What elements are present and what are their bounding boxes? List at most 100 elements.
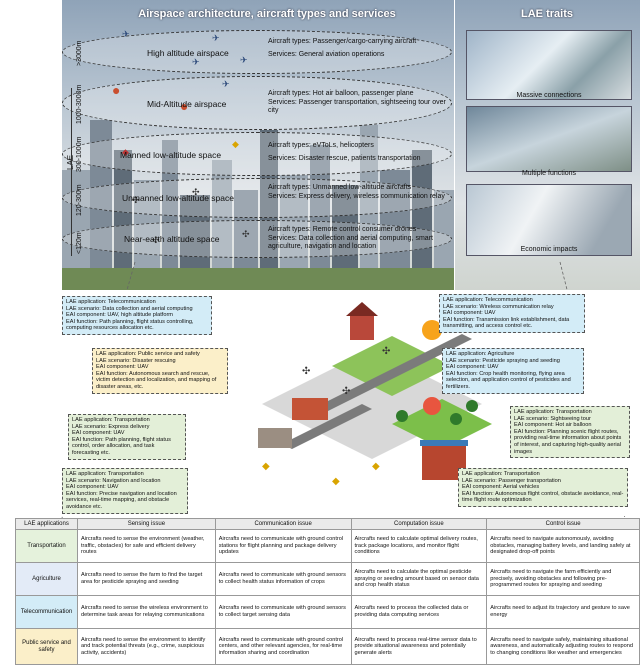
trait-label: Economic impacts <box>520 246 578 253</box>
drone-icon: ✣ <box>342 386 350 397</box>
road <box>282 404 372 449</box>
sensing-cell: Aircrafts need to sense the farm to find… <box>76 562 216 596</box>
airplane-icon: ✈ <box>122 29 130 39</box>
ground <box>62 268 454 290</box>
communication-cell: Aircrafts need to communicate with groun… <box>214 562 352 596</box>
column-header: Communication issue <box>214 518 352 530</box>
control-cell: Aircrafts need to navigate the farm effi… <box>486 562 640 596</box>
unmanned-low-band <box>62 178 452 218</box>
layer-name: Near-earth altitude space <box>124 234 220 244</box>
sensing-cell: Aircrafts need to sense the environment … <box>76 628 216 665</box>
application-cell: Telecommunication <box>15 595 78 629</box>
traits-title: LAE traits <box>521 8 573 20</box>
trait-photo <box>466 30 632 100</box>
scenario-box: LAE application: Transportation LAE scen… <box>510 406 630 459</box>
airspace-panel: ✈ ✈ ✈ ✈ ● ● ✈ ◆ ◆ ✣ ✣ ✣ ✣ Airspace archi… <box>62 0 640 290</box>
application-cell: Agriculture <box>15 562 78 596</box>
computation-cell: Aircrafts need to process real-time sens… <box>350 628 488 665</box>
control-cell: Aircrafts need to navigate safely, maint… <box>486 628 640 665</box>
hospital-roof <box>420 440 468 446</box>
sensing-cell: Aircrafts need to sense the wireless env… <box>76 595 216 629</box>
helicopter-icon: ◆ <box>232 139 239 149</box>
column-header: Computation issue <box>350 518 488 530</box>
table-header-row: LAE applications Sensing issue Communica… <box>15 518 640 530</box>
communication-cell: Aircrafts need to communicate with groun… <box>214 529 352 563</box>
balloon-icon <box>423 397 441 415</box>
lae-bracket <box>71 88 72 256</box>
scenario-box: LAE application: Transportation LAE scen… <box>458 468 628 507</box>
table-row: Telecommunication Aircrafts need to sens… <box>15 595 640 629</box>
computation-cell: Aircrafts need to calculate optimal deli… <box>350 529 488 563</box>
communication-cell: Aircrafts need to communicate with groun… <box>214 595 352 629</box>
layer-description: Aircraft types: Hot air balloon, passeng… <box>268 90 446 114</box>
panel-title: Airspace architecture, aircraft types an… <box>138 8 396 20</box>
airplane-icon: ✈ <box>240 55 248 65</box>
balloon-icon: ● <box>180 98 189 114</box>
drone-icon: ✣ <box>382 346 390 357</box>
layer-description: Aircraft types: Remote control consumer … <box>268 226 433 250</box>
drone-icon: ✣ <box>302 366 310 377</box>
high-altitude-band <box>62 30 452 74</box>
table-row: Public service and safety Aircrafts need… <box>15 628 640 665</box>
air-taxi-icon: ◆ <box>372 461 380 472</box>
balloon-icon: ● <box>112 82 121 98</box>
airplane-icon: ✈ <box>212 33 220 43</box>
tree <box>450 413 462 425</box>
layer-name: High altitude airspace <box>147 48 229 58</box>
column-header: Control issue <box>486 518 640 530</box>
computation-cell: Aircrafts need to calculate the optimal … <box>350 562 488 596</box>
drone-icon: ✣ <box>192 187 200 197</box>
application-cell: Public service and safety <box>15 628 78 665</box>
scenario-box: LAE application: Transportation LAE scen… <box>68 414 186 460</box>
smart-city-illustration: ✣ ✣ ✣ ◆ ◆ ◆ <box>258 302 492 487</box>
airplane-icon: ✈ <box>192 57 200 67</box>
trait-label: Massive connections <box>516 92 582 99</box>
column-header: Sensing issue <box>76 518 216 530</box>
trait-label: Multiple functions <box>521 170 577 177</box>
drone-icon: ✣ <box>242 229 250 239</box>
control-cell: Aircrafts need to adjust its trajectory … <box>486 595 640 629</box>
tree <box>466 400 478 412</box>
layer-description: Aircraft types: Unmanned low-altitude ai… <box>268 184 445 200</box>
barn-roof <box>346 302 378 316</box>
balloon-icon <box>422 320 442 340</box>
trait-photo <box>466 106 632 172</box>
building <box>412 150 432 290</box>
air-taxi-icon: ◆ <box>262 461 270 472</box>
communication-cell: Aircrafts need to communicate with groun… <box>214 628 352 665</box>
layer-description: Aircraft types: Passenger/cargo-carrying… <box>268 38 417 58</box>
manned-low-band <box>62 132 452 176</box>
scenario-box: LAE application: Telecommunication LAE s… <box>62 296 212 335</box>
scenario-panel: ✣ ✣ ✣ ◆ ◆ ◆ LAE application: Telecommuni… <box>62 290 640 516</box>
panel-divider <box>454 0 455 290</box>
scenario-box: LAE application: Telecommunication LAE s… <box>439 294 585 333</box>
layer-name: Mid-Altitude airspace <box>147 99 227 109</box>
road <box>302 334 472 419</box>
farm-field <box>332 336 452 396</box>
issues-table: LAE applications Sensing issue Communica… <box>15 518 640 665</box>
scenario-box: LAE application: Public service and safe… <box>92 348 228 394</box>
near-earth-band <box>62 220 452 258</box>
layer-description: Aircraft types: eVToLs, helicopters Serv… <box>268 142 421 162</box>
sensing-cell: Aircrafts need to sense the environment … <box>76 529 216 563</box>
house <box>258 428 292 448</box>
layer-name: Manned low-altitude space <box>120 150 222 160</box>
school-building <box>292 398 328 420</box>
air-taxi-icon: ◆ <box>332 476 340 487</box>
computation-cell: Aircrafts need to process the collected … <box>350 595 488 629</box>
mid-altitude-band <box>62 76 452 130</box>
trait-photo <box>466 184 632 256</box>
table-row: Transportation Aircrafts need to sense t… <box>15 529 640 563</box>
drone-icon: ✣ <box>132 195 140 205</box>
park <box>392 399 492 449</box>
airplane-icon: ✈ <box>222 79 230 89</box>
control-cell: Aircrafts need to navigate autonomously,… <box>486 529 640 563</box>
tree <box>396 410 408 422</box>
layer-name: Unmanned low-altitude space <box>122 193 234 203</box>
barn <box>350 314 374 340</box>
scenario-box: LAE application: Transportation LAE scen… <box>62 468 188 514</box>
column-header: LAE applications <box>15 518 78 530</box>
application-cell: Transportation <box>15 529 78 563</box>
table-row: Agriculture Aircrafts need to sense the … <box>15 562 640 596</box>
helicopter-icon: ◆ <box>122 147 129 157</box>
